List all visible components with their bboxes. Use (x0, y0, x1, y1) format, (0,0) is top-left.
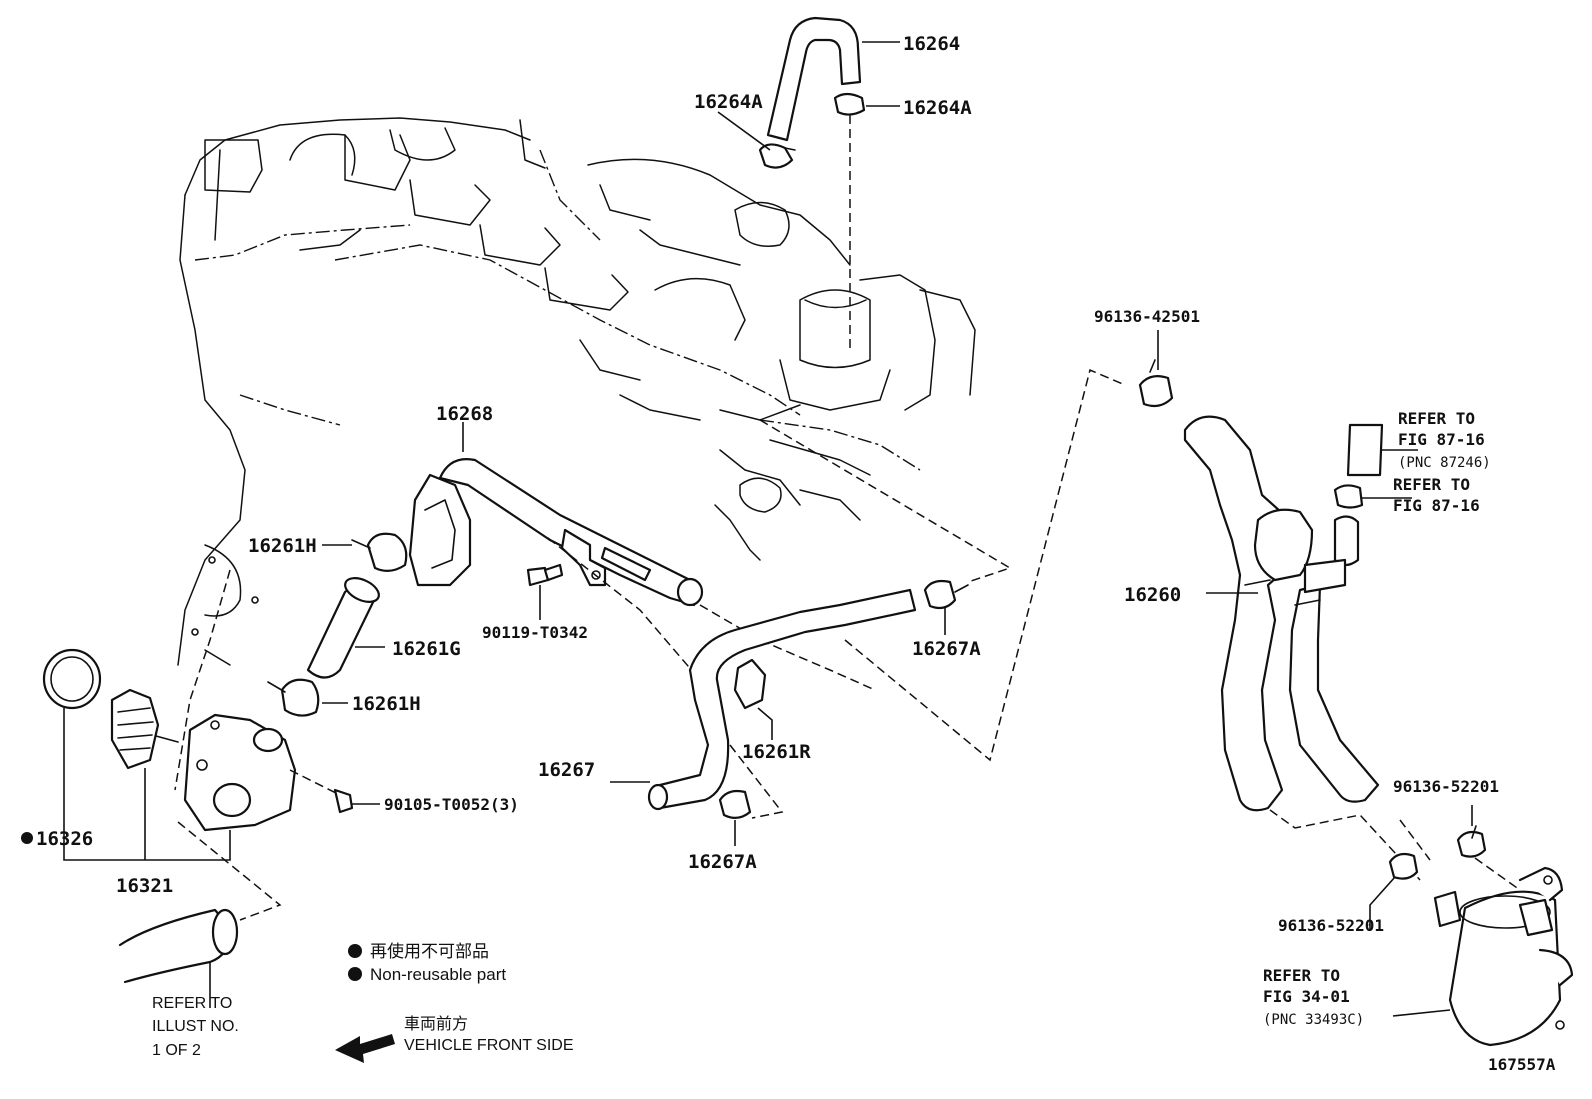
label-16267A-bottom: 16267A (688, 851, 757, 873)
illust-ref-hose (118, 908, 239, 984)
label-16264: 16264 (903, 33, 960, 55)
label-96136-42501: 96136-42501 (1094, 307, 1200, 326)
hose-16264 (766, 16, 862, 142)
illust-ref-guide (177, 821, 282, 921)
bolt-guide-line (547, 537, 701, 681)
clamp-guide-right (1474, 857, 1521, 891)
leader-16261R (757, 707, 773, 740)
hose-16261G (306, 577, 380, 679)
clamp-16267A-guide (729, 744, 784, 819)
clamp-16264A-left (758, 143, 796, 169)
ref-fig8716-a-line2: FIG 87-16 (1398, 430, 1485, 449)
leader-96136-52201-left (1369, 876, 1396, 930)
engine-block-outline (177, 117, 976, 666)
ref-fig8716-a-pnc: (PNC 87246) (1398, 455, 1491, 471)
cooler-guide-line (1269, 809, 1421, 881)
label-16261H-bottom: 16261H (352, 693, 421, 715)
leader-16264A-left (717, 111, 771, 151)
label-16261H-top: 16261H (248, 535, 317, 557)
water-pipe-16268 (408, 458, 704, 607)
bolt-90105-guide (289, 769, 341, 796)
bolt-90105 (333, 788, 354, 814)
label-16268: 16268 (436, 403, 493, 425)
fig8716-clamp-ref (1333, 484, 1412, 509)
legend-dot-jp (348, 944, 362, 958)
clamp-96136-52201-right (1456, 825, 1487, 858)
ref-fig3401-line2: FIG 34-01 (1263, 987, 1350, 1006)
gasket-16326 (42, 648, 102, 710)
legend-jp-text: 再使用不可部品 (370, 941, 489, 961)
thermostat-16321 (110, 688, 179, 770)
ref-fig8716-b-line1: REFER TO (1393, 475, 1470, 494)
label-16267: 16267 (538, 759, 595, 781)
ref-illust-line2: ILLUST NO. (152, 1018, 239, 1035)
clamp-16264A-right (833, 92, 866, 116)
non-reusable-dot-16326 (21, 832, 33, 844)
drawing-number: 167557A (1488, 1055, 1556, 1074)
hose-16267 (647, 588, 917, 811)
clamp-16261R (733, 658, 767, 710)
label-96136-52201-left: 96136-52201 (1278, 916, 1384, 935)
front-arrow-icon (335, 1034, 395, 1063)
label-16326: 16326 (36, 828, 93, 850)
label-16264A-right: 16264A (903, 97, 972, 119)
hose-16260 (1183, 415, 1380, 812)
leader-16326-16321 (63, 708, 231, 861)
label-90119: 90119-T0342 (482, 623, 588, 642)
clamp-16261H-top (351, 532, 408, 572)
label-16260: 16260 (1124, 584, 1181, 606)
ref-fig8716-a-line1: REFER TO (1398, 409, 1475, 428)
leader-fig3401 (1392, 1009, 1451, 1017)
clamp-guide-left (1399, 819, 1431, 861)
clamp-16267A-bottom (718, 789, 752, 819)
bolt-90119 (526, 563, 564, 587)
legend-en-text: Non-reusable part (370, 965, 506, 984)
clamp-96136-52201-left (1388, 852, 1419, 880)
legend-dot-en (348, 967, 362, 981)
ref-fig3401-line1: REFER TO (1263, 966, 1340, 985)
label-16321: 16321 (116, 875, 173, 897)
ref-illust-line3: 1 OF 2 (152, 1042, 201, 1059)
oil-cooler (1433, 866, 1574, 1047)
label-16264A-left: 16264A (694, 91, 763, 113)
clamp-96136-42501 (1138, 359, 1174, 408)
pipe-guide-line (699, 604, 876, 691)
front-en-text: VEHICLE FRONT SIDE (404, 1037, 574, 1054)
front-jp-text: 車両前方 (404, 1015, 468, 1033)
label-96136-52201-right: 96136-52201 (1393, 777, 1499, 796)
label-16261R: 16261R (742, 741, 811, 763)
label-90105: 90105-T0052(3) (384, 795, 519, 814)
clamp-16261H-bottom (267, 678, 320, 717)
ref-fig8716-b-line2: FIG 87-16 (1393, 496, 1480, 515)
label-16267A-right: 16267A (912, 638, 981, 660)
ref-fig3401-pnc: (PNC 33493C) (1263, 1012, 1364, 1028)
label-16261G: 16261G (392, 638, 461, 660)
fig8716-hose-ref (1346, 423, 1418, 477)
clamp-16267A-right (923, 579, 969, 610)
thermostat-housing (183, 713, 297, 832)
thermostat-guide-line (174, 569, 231, 791)
route-dash-right (844, 368, 1126, 762)
ref-illust-line1: REFER TO (152, 995, 232, 1012)
